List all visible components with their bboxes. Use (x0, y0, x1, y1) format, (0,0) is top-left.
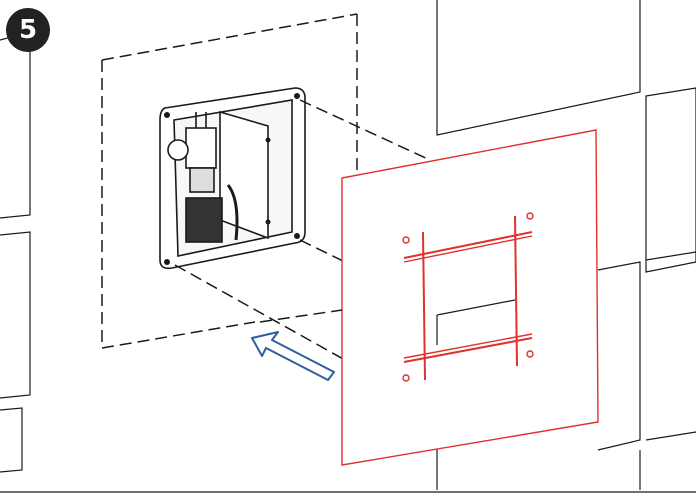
wall-tile (436, 0, 641, 136)
wall-tile (645, 251, 696, 261)
cutout-outline (101, 13, 358, 349)
template-hole (526, 350, 534, 358)
box-screw (164, 112, 170, 118)
valve-body (185, 127, 217, 169)
template-hole (526, 212, 534, 220)
wall-tiles-behind (436, 299, 516, 345)
template-line (403, 235, 533, 263)
template-hole (402, 374, 410, 382)
box-screw (294, 233, 300, 239)
box-screw (265, 219, 271, 225)
wall-tile (0, 31, 31, 219)
box-screw (265, 137, 271, 143)
box-screw (164, 259, 170, 265)
wall-tile (0, 407, 23, 473)
valve-nut (189, 167, 215, 193)
template-line (403, 231, 533, 259)
box-back-panel (219, 110, 269, 240)
cable (226, 184, 239, 241)
arrow-icon (251, 331, 335, 381)
projection-lines (174, 99, 431, 361)
wall-tile (645, 87, 696, 273)
template-line (422, 231, 426, 381)
template-hole (402, 236, 410, 244)
wall-tile (645, 431, 696, 441)
wall-tile (0, 231, 31, 399)
step-number-badge: 5 (6, 8, 50, 52)
electrical-box (159, 87, 306, 270)
box-screw (294, 93, 300, 99)
valve-knob (167, 139, 189, 161)
wall-tile (597, 261, 641, 451)
template-sheet (341, 129, 599, 466)
template-line (403, 337, 533, 363)
valve-fitting (185, 197, 223, 243)
cutout-outline-bottom (259, 309, 343, 323)
drilling-template (341, 129, 599, 466)
